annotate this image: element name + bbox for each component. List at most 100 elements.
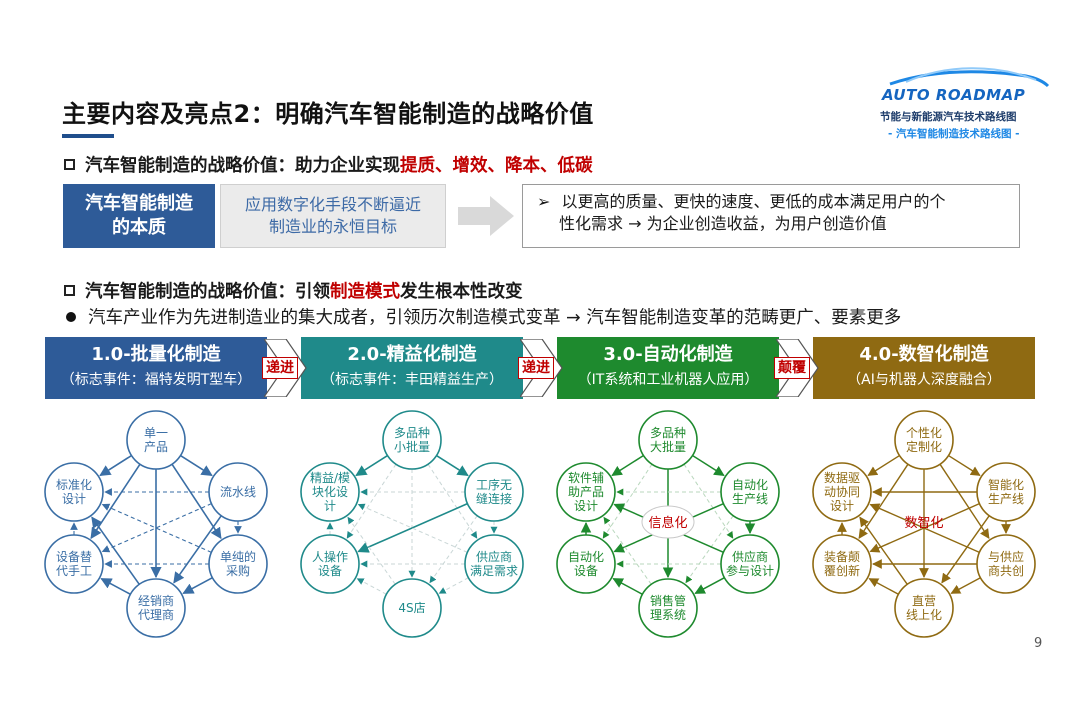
network-node — [812, 462, 872, 522]
network-node — [44, 462, 104, 522]
network-edge — [357, 503, 468, 553]
network-node-label: 标准化设计 — [56, 478, 92, 506]
essence-box: 汽车智能制造 的本质 — [63, 184, 215, 248]
stage-2-box: 2.0-精益化制造 （标志事件：丰田精益生产） — [301, 337, 523, 399]
network-node-label: 精益/模块化设计 — [310, 471, 350, 513]
right-arrow-icon — [458, 196, 514, 236]
section2-heading-suffix: 发生根本性改变 — [400, 282, 523, 302]
network-node-label: 供应商满足需求 — [470, 549, 518, 578]
network-node-label: 销售管理系统 — [650, 593, 686, 622]
stage-subtitle: （标志事件：福特发明T型车） — [60, 372, 252, 388]
goal-text: 应用数字化手段不断逼近 制造业的永恒目标 — [244, 195, 421, 236]
network-edge — [180, 454, 213, 477]
network-edge — [101, 503, 212, 553]
network-edge — [692, 454, 725, 477]
stage-3-box: 3.0-自动化制造 （IT系统和工业机器人应用） — [557, 337, 779, 399]
network-node-label: 单纯的采购 — [220, 549, 256, 578]
network-edge — [950, 577, 981, 594]
network-edge — [91, 516, 140, 585]
network-edge — [869, 503, 980, 553]
section1-heading: 汽车智能制造的战略价值：助力企业实现 提质、增效、降本、低碳 — [64, 152, 593, 177]
network-edge — [171, 463, 222, 540]
network-node — [208, 462, 268, 522]
network-node — [300, 462, 360, 522]
network-node — [382, 578, 442, 638]
network-node — [894, 578, 954, 638]
value-marker-icon: ➢ — [537, 192, 551, 211]
network-edge — [694, 577, 725, 595]
network-node-label: 供应商参与设计 — [726, 549, 774, 578]
section2-heading: 汽车智能制造的战略价值：引领 制造模式 发生根本性改变 — [64, 278, 523, 303]
logo-subtitle-1: 节能与新能源汽车技术路线图 — [880, 111, 1017, 123]
checkbox-square-icon — [64, 159, 75, 170]
network-edge — [939, 463, 990, 539]
network-edge — [867, 454, 900, 476]
network-edge — [941, 515, 990, 584]
network-edge — [683, 463, 734, 539]
network-node-label: 自动化生产线 — [732, 478, 768, 506]
network-edge — [356, 578, 387, 595]
network-node — [720, 462, 780, 522]
network-edge — [602, 463, 653, 539]
stage-1-box: 1.0-批量化制造 （标志事件：福特发明T型车） — [45, 337, 267, 399]
network-node-label: 自动化设备 — [568, 550, 604, 578]
network-node-label: 4S店 — [398, 601, 425, 615]
section1-heading-prefix: 汽车智能制造的战略价值：助力企业实现 — [85, 156, 400, 176]
network-node-label: 直营线上化 — [906, 594, 942, 622]
network-edge — [436, 454, 469, 477]
network-node-label: 设备替代手工 — [56, 550, 92, 578]
network-edge — [101, 503, 212, 553]
network-node — [126, 578, 186, 638]
network-edge — [346, 463, 397, 539]
stage-title: 3.0-自动化制造 — [603, 344, 733, 365]
network-node — [556, 462, 616, 522]
network-node-label: 单一产品 — [144, 426, 168, 454]
network-node-label: 与供应商共创 — [988, 549, 1024, 578]
network-edge — [182, 577, 213, 595]
network-edge — [355, 454, 388, 477]
logo-wordmark: AUTO ROADMAP — [882, 86, 1026, 104]
stage-subtitle: （AI与机器人深度融合） — [847, 372, 1001, 388]
network-edge — [948, 454, 981, 476]
stage-title: 1.0-批量化制造 — [91, 344, 221, 365]
network-edge — [859, 516, 908, 585]
network-node — [976, 534, 1036, 594]
network-node — [208, 534, 268, 594]
network-node — [44, 534, 104, 594]
network-center-label: 信息化 — [648, 515, 687, 531]
stage-subtitle: （IT系统和工业机器人应用） — [577, 372, 759, 388]
network-edge — [612, 577, 643, 595]
auto-roadmap-logo — [889, 67, 1050, 88]
stage-subtitle: （标志事件：丰田精益生产） — [321, 372, 503, 388]
network-edge — [438, 577, 469, 594]
page-title: 主要内容及亮点2：明确汽车智能制造的战略价值 — [62, 100, 594, 128]
section2-bullet: 汽车产业作为先进制造业的集大成者，引领历次制造模式变革 → 汽车智能制造变革的范… — [66, 304, 901, 329]
network-node-label: 个性化定制化 — [906, 426, 942, 454]
network-edge — [868, 578, 899, 595]
network-node-label: 工序无缝连接 — [476, 477, 512, 506]
page-number: 9 — [1034, 636, 1043, 651]
stage-title: 4.0-数智化制造 — [859, 344, 989, 365]
network-node-label: 流水线 — [220, 485, 256, 499]
network-node-label: 经销商代理商 — [138, 593, 174, 622]
network-node — [300, 534, 360, 594]
goal-box: 应用数字化手段不断逼近 制造业的永恒目标 — [220, 184, 446, 248]
network-edge — [100, 577, 131, 595]
network-node — [556, 534, 616, 594]
bullet-dot-icon — [66, 311, 76, 322]
network-node — [812, 534, 872, 594]
network-node — [126, 410, 186, 470]
network-node — [638, 410, 698, 470]
section2-heading-highlight: 制造模式 — [330, 282, 400, 302]
network-edge — [869, 503, 980, 553]
section1-heading-highlight: 提质、增效、降本、低碳 — [400, 156, 593, 176]
connector-label-progress-1: 递进 — [262, 357, 298, 379]
checkbox-square-icon — [64, 285, 75, 296]
essence-label: 汽车智能制造 的本质 — [85, 193, 193, 238]
title-underline — [62, 134, 114, 138]
network-node — [464, 462, 524, 522]
